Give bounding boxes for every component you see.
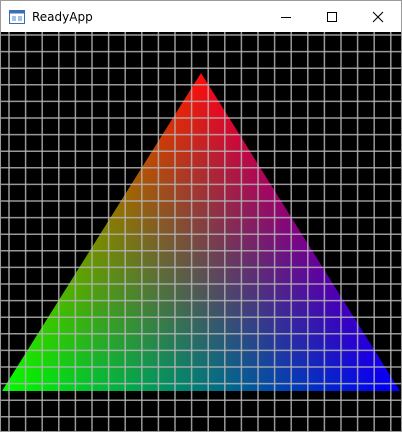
title-bar[interactable]: ReadyApp xyxy=(1,1,401,32)
close-button[interactable] xyxy=(355,1,401,32)
render-viewport[interactable] xyxy=(1,32,401,431)
minimize-button[interactable] xyxy=(263,1,309,32)
maximize-icon xyxy=(327,12,337,22)
grid-overlay xyxy=(1,32,401,431)
close-icon xyxy=(372,11,384,23)
minimize-icon xyxy=(281,17,291,18)
app-icon xyxy=(9,9,25,24)
scene-canvas xyxy=(1,32,401,431)
maximize-button[interactable] xyxy=(309,1,355,32)
window-title: ReadyApp xyxy=(32,10,93,24)
color-triangle xyxy=(2,73,400,391)
